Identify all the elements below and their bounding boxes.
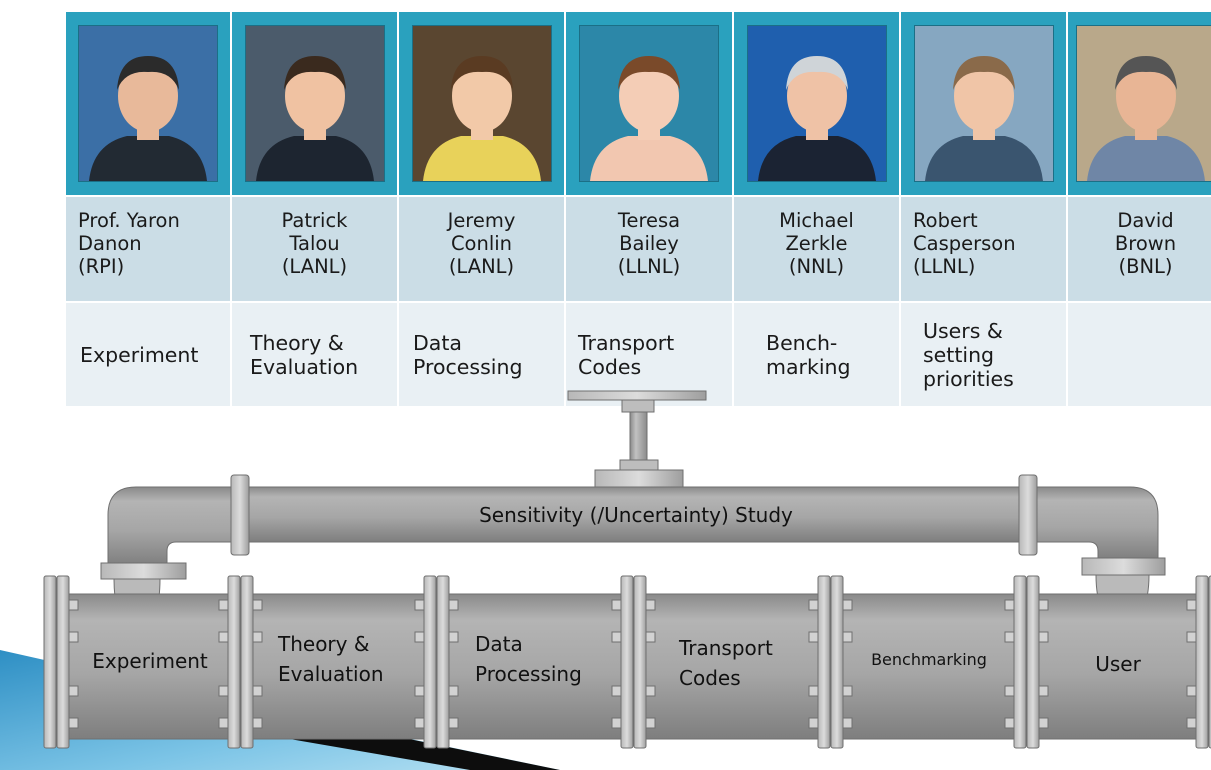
name-line: David xyxy=(1117,209,1174,232)
name-line: (NNL) xyxy=(788,255,845,278)
pipe-flange xyxy=(218,575,263,749)
role-cell-brown xyxy=(1068,303,1211,406)
person-photo xyxy=(579,25,719,182)
photo-cell-zerkle xyxy=(734,12,899,195)
person-photo xyxy=(913,25,1054,182)
name-cell-talou: Patrick Talou (LANL) xyxy=(232,197,397,301)
person-photo xyxy=(78,25,218,182)
person-photo xyxy=(411,25,552,182)
stage-label: Theory & xyxy=(277,632,369,656)
name-line: Patrick xyxy=(281,209,348,232)
stage-label: Experiment xyxy=(92,649,208,673)
name-cell-danon: Prof. Yaron Danon (RPI) xyxy=(66,197,230,301)
name-line: Brown xyxy=(1114,232,1177,255)
name-line: (LANL) xyxy=(448,255,515,278)
person-photo xyxy=(746,25,887,182)
name-cell-brown: David Brown (BNL) xyxy=(1068,197,1211,301)
pipeline-diagram: Sensitivity (/Uncertainty) Study Experim… xyxy=(0,390,1211,770)
name-line: Conlin xyxy=(450,232,513,255)
photo-cell-brown xyxy=(1068,12,1211,195)
photo-cell-danon xyxy=(66,12,230,195)
role-line: Bench- xyxy=(766,330,838,355)
stage-label: User xyxy=(1095,652,1141,676)
role-line: Codes xyxy=(578,354,642,379)
role-cell-danon: Experiment xyxy=(66,303,230,406)
pipe-flange xyxy=(808,575,853,749)
name-line: Jeremy xyxy=(447,209,516,232)
name-line: (LANL) xyxy=(281,255,348,278)
name-line: Bailey xyxy=(619,232,679,255)
name-cell-casperson: Robert Casperson (LLNL) xyxy=(901,197,1066,301)
role-line: Theory & xyxy=(250,330,344,355)
name-line: Michael xyxy=(779,209,854,232)
photo-cell-casperson xyxy=(901,12,1066,195)
stage-label: Benchmarking xyxy=(871,650,987,669)
name-line: Teresa xyxy=(617,209,681,232)
pipe-flange xyxy=(611,575,656,749)
name-line: (LLNL) xyxy=(617,255,681,278)
person-photo xyxy=(244,25,385,182)
role-line: marking xyxy=(766,354,851,379)
role-line: Evaluation xyxy=(250,354,359,379)
role-cell-zerkle: Bench- marking xyxy=(734,303,899,406)
pipe-flange xyxy=(1004,575,1049,749)
name-cell-conlin: Jeremy Conlin (LANL) xyxy=(399,197,564,301)
name-line: (BNL) xyxy=(1118,255,1173,278)
stage-benchmarking: Benchmarking xyxy=(871,650,987,669)
role-line: Data xyxy=(413,330,462,355)
role-line: priorities xyxy=(923,366,1014,391)
name-cell-zerkle: Michael Zerkle (NNL) xyxy=(734,197,899,301)
people-table: Prof. Yaron Danon (RPI) Patrick Talou (L… xyxy=(66,12,1211,406)
role-cell-bailey: Transport Codes xyxy=(566,303,732,406)
photo-cell-conlin xyxy=(399,12,564,195)
role-line: Experiment xyxy=(80,342,199,367)
role-cell-casperson: Users & setting priorities xyxy=(901,303,1066,406)
person-photo xyxy=(1075,25,1211,182)
name-cell-bailey: Teresa Bailey (LLNL) xyxy=(566,197,732,301)
role-line: setting xyxy=(923,342,995,367)
photo-cell-bailey xyxy=(566,12,732,195)
role-line: Transport xyxy=(578,330,675,355)
stage-theory-evaluation: Theory & Evaluation xyxy=(277,632,384,686)
sensitivity-pipe xyxy=(230,474,1038,556)
name-line: Talou xyxy=(289,232,340,255)
role-line: Processing xyxy=(413,354,523,379)
role-cell-conlin: Data Processing xyxy=(399,303,564,406)
corner-accent xyxy=(0,650,560,770)
name-line: (RPI) xyxy=(78,255,125,278)
sensitivity-label: Sensitivity (/Uncertainty) Study xyxy=(479,503,793,527)
stage-label: Data xyxy=(475,632,523,656)
stage-label: Evaluation xyxy=(278,662,384,686)
photo-cell-talou xyxy=(232,12,397,195)
role-cell-talou: Theory & Evaluation xyxy=(232,303,397,406)
name-line: Casperson xyxy=(913,232,1016,255)
valve xyxy=(567,390,707,491)
stage-user: User xyxy=(1095,652,1141,676)
stage-experiment: Experiment xyxy=(92,649,208,673)
stage-label: Codes xyxy=(679,666,741,690)
stage-label: Processing xyxy=(475,662,582,686)
role-line: Users & xyxy=(923,318,1003,343)
name-line: Danon xyxy=(78,232,142,255)
name-line: (LLNL) xyxy=(913,255,976,278)
stage-data-processing: Data Processing xyxy=(475,632,582,686)
name-line: Zerkle xyxy=(785,232,848,255)
pipe-flange xyxy=(414,575,459,749)
stage-transport-codes: Transport Codes xyxy=(678,636,773,690)
pipe-flange xyxy=(43,575,79,749)
name-line: Prof. Yaron xyxy=(78,209,180,232)
name-line: Robert xyxy=(913,209,978,232)
stage-label: Transport xyxy=(678,636,773,660)
